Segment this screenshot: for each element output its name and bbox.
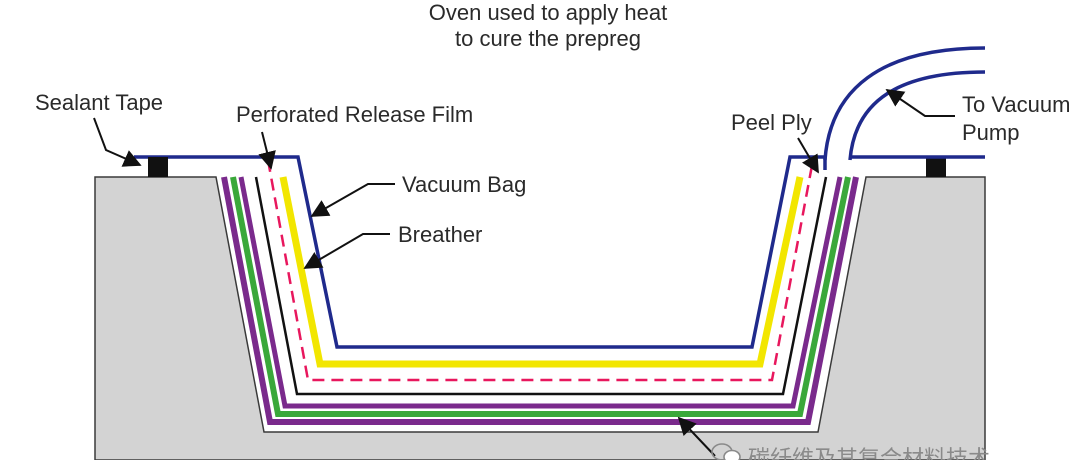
peel-ply-arrow [797, 137, 819, 174]
peel-ply-layer [254, 176, 828, 396]
purple-layer [221, 176, 859, 425]
sealant-tape-arrow [93, 117, 142, 167]
breather-arrow [303, 233, 390, 269]
release-film-layer [266, 159, 815, 382]
sealant-tape-label: Sealant Tape [35, 90, 163, 115]
oven-caption-line2: to cure the prepreg [455, 26, 641, 51]
watermark-text: 碳纤维及其复合材料技术 [748, 447, 990, 460]
breather-layer [279, 176, 804, 368]
vacuum-pump-arrow [885, 88, 955, 117]
bottom-layer-arrow [677, 416, 716, 457]
vacuum-bag-arrow [310, 183, 395, 217]
green-layer [230, 176, 851, 417]
oven-caption-line1: Oven used to apply heat [429, 0, 668, 25]
sealant-tape-right [926, 157, 946, 177]
mold-tool [94, 176, 986, 460]
vacuum-bag-label: Vacuum Bag [402, 172, 526, 197]
breather-label: Breather [398, 222, 482, 247]
release-film-arrow [258, 131, 276, 170]
vacuum-hose-outer [823, 46, 986, 161]
vacuum-pump-label-line2: Pump [962, 120, 1019, 145]
peel-ply-label: Peel Ply [731, 110, 812, 135]
purple-inner-layer [238, 176, 843, 409]
wechat-icon [711, 443, 741, 460]
perforated-release-film-label: Perforated Release Film [236, 102, 473, 127]
sealant-tape-left [148, 157, 168, 177]
vacuum-pump-label-line1: To Vacuum [962, 92, 1070, 117]
